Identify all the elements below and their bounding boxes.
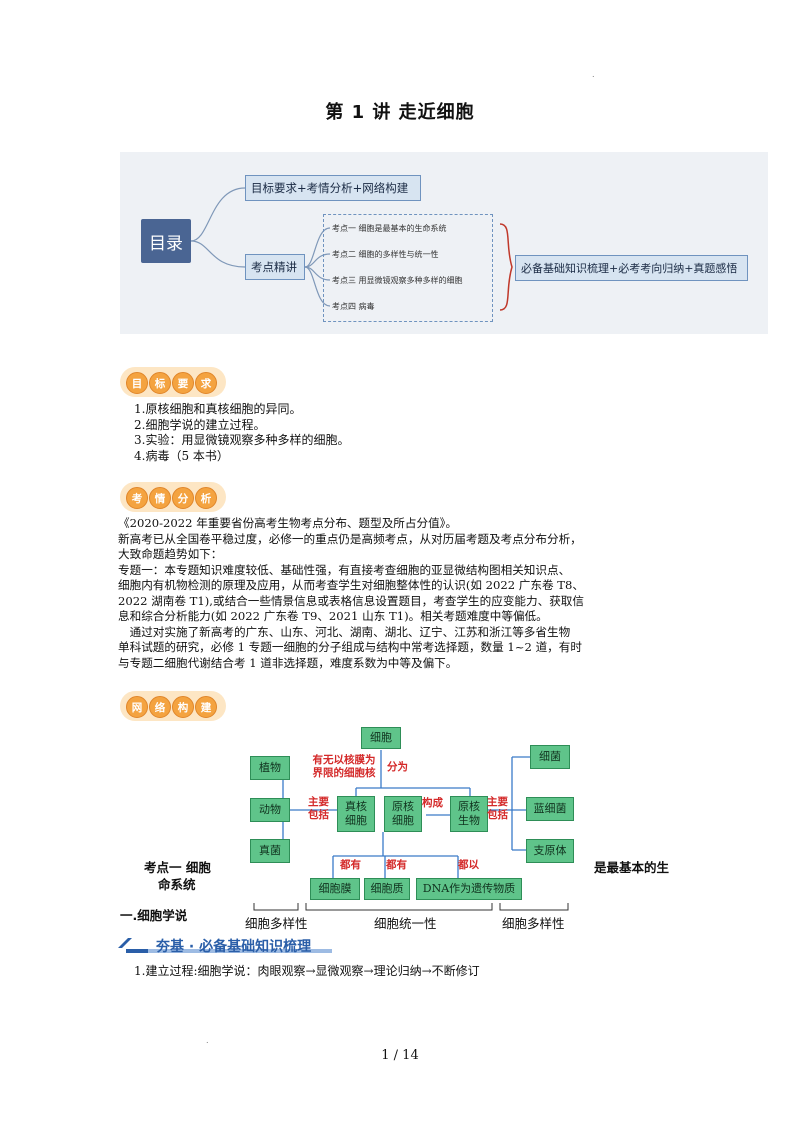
mindmap-root: 目录 [141, 219, 191, 263]
banner-basic-knowledge: 夯基 · 必备基础知识梳理 [118, 936, 332, 958]
section-badge-goals: 目 标 要 求 [120, 367, 226, 397]
concept-compose: 构成 [422, 797, 443, 809]
paragraph-line: 大致命题趋势如下： [118, 547, 223, 561]
mindmap-topic-2: 考点二 细胞的多样性与统一性 [332, 250, 439, 259]
banner-shape [118, 938, 332, 953]
concept-fungi: 真菌 [250, 839, 290, 863]
list-item: 1.原核细胞和真核细胞的异同。 [134, 402, 302, 416]
badge-char: 构 [172, 696, 194, 718]
paragraph-line: 息和综合分析能力(如 2022 广东卷 T9、2021 山东 T1)。相关考题难… [118, 609, 548, 623]
paragraph-line: 专题一：本专题知识难度较低、基础性强，有直接考查细胞的亚显微结构图相关知识点、 [118, 562, 571, 577]
concept-prokaryote: 原核 生物 [450, 796, 488, 832]
mindmap-topic-3: 考点三 用显微镜观察多种多样的细胞 [332, 276, 463, 285]
process-line: 1.建立过程:细胞学说：肉眼观察→显微观察→理论归纳→不断修订 [134, 964, 480, 978]
concept-dna-genetic: DNA作为遗传物质 [416, 878, 522, 900]
note-line: 主要 [487, 796, 508, 808]
topic-heading-part2: 命系统 [158, 877, 196, 892]
concept-cytoplasm: 细胞质 [364, 878, 410, 900]
note-line: 界限的细胞核 [312, 767, 376, 779]
paragraph-line: 与专题二细胞代谢结合考 1 道非选择题，难度系数为中等及偏下。 [118, 655, 458, 670]
section-badge-network: 网 络 构 建 [120, 691, 226, 721]
concept-main-right: 主要 包括 [487, 796, 508, 822]
badge-char: 络 [149, 696, 171, 718]
paragraph-line: 通过对实施了新高考的广东、山东、河北、湖南、湖北、辽宁、江苏和浙江等多省生物 [118, 624, 571, 639]
concept-cell-membrane: 细胞膜 [310, 878, 360, 900]
list-item: 2.细胞学说的建立过程。 [134, 417, 266, 432]
badge-char: 目 [126, 372, 148, 394]
mindmap-topic-frame [323, 214, 493, 322]
mindmap-topic-1: 考点一 细胞是最基本的生命系统 [332, 224, 447, 233]
box-line: 细胞 [345, 814, 367, 827]
badge-char: 析 [195, 487, 217, 509]
note-line: 包括 [487, 809, 508, 821]
table-of-contents-mindmap: 目录 目标要求+考情分析+网络构建 考点精讲 考点一 细胞是最基本的生命系统 考… [120, 152, 768, 334]
footer-dot: . [206, 1036, 209, 1045]
paragraph-line: 《2020-2022 年重要省份高考生物考点分布、题型及所占分值》。 [118, 516, 458, 530]
page-title: 第 1 讲 走近细胞 [325, 102, 475, 123]
section-badge-analysis: 考 情 分 析 [120, 482, 226, 512]
concept-animal: 动物 [250, 798, 290, 822]
box-line: 原核 [458, 800, 480, 813]
concept-all-have-1: 都有 [340, 859, 361, 871]
concept-note-divide: 分为 [387, 761, 408, 773]
badge-char: 要 [172, 372, 194, 394]
box-line: 原核 [392, 800, 414, 813]
brace-label-diversity-right: 细胞多样性 [502, 916, 565, 931]
badge-char: 网 [126, 696, 148, 718]
list-item: 3.实验：用显微镜观察多种多样的细胞。 [134, 433, 350, 447]
box-line: 细胞 [392, 814, 414, 827]
box-line: 生物 [458, 814, 480, 827]
concept-mycoplasma: 支原体 [526, 839, 574, 863]
mindmap-summary: 必备基础知识梳理+必考考向归纳+真题感悟 [515, 255, 748, 281]
concept-eukaryotic-cell: 真核 细胞 [337, 796, 375, 832]
goals-list: 1.原核细胞和真核细胞的异同。 2.细胞学说的建立过程。 3.实验：用显微镜观察… [134, 402, 349, 464]
badge-char: 建 [195, 696, 217, 718]
badge-char: 求 [195, 372, 217, 394]
badge-char: 标 [149, 372, 171, 394]
list-item: 4.病毒（5 本书） [134, 448, 229, 463]
paragraph-line: 2022 湖南卷 T1),或结合一些情景信息或表格信息设置题目，考查学生的应变能… [118, 593, 584, 608]
header-dot: . [592, 70, 595, 79]
brace-label-unity: 细胞统一性 [374, 916, 437, 931]
analysis-text: 《2020-2022 年重要省份高考生物考点分布、题型及所占分值》。 新高考已从… [118, 516, 584, 671]
badge-char: 情 [149, 487, 171, 509]
note-line: 包括 [308, 809, 329, 821]
mindmap-branch-topics: 考点精讲 [245, 254, 305, 280]
paragraph-line: 细胞内有机物检测的原理及应用，从而考查学生对细胞整体性的认识(如 2022 广东… [118, 578, 584, 592]
concept-prokaryotic-cell: 原核 细胞 [384, 796, 422, 832]
badge-char: 分 [172, 487, 194, 509]
paragraph-line: 单科试题的研究，必修 1 专题一细胞的分子组成与结构中常考选择题，数量 1~2 … [118, 640, 582, 654]
note-line: 主要 [308, 796, 329, 808]
section-heading-cell-theory: 一.细胞学说 [120, 908, 188, 923]
concept-bacteria: 细菌 [530, 745, 570, 769]
mindmap-branch-goals: 目标要求+考情分析+网络构建 [245, 175, 421, 201]
concept-note-nucleus: 有无以核膜为 界限的细胞核 [304, 754, 384, 780]
page-number: 1 / 14 [381, 1048, 419, 1063]
mindmap-topic-4: 考点四 病毒 [332, 302, 375, 311]
note-line: 有无以核膜为 [312, 754, 376, 766]
badge-char: 考 [126, 487, 148, 509]
concept-all-use: 都以 [458, 859, 479, 871]
mindmap-connectors [190, 187, 513, 311]
concept-all-have-2: 都有 [386, 859, 407, 871]
brace-label-diversity-left: 细胞多样性 [245, 916, 308, 931]
banner-title: 夯基 · 必备基础知识梳理 [156, 939, 312, 955]
concept-cyanobacteria: 蓝细菌 [526, 797, 574, 821]
concept-plant: 植物 [250, 756, 290, 780]
concept-main-left: 主要 包括 [308, 796, 329, 822]
paragraph-line: 新高考已从全国卷平稳过度，必修一的重点仍是高频考点，从对历届考题及考点分布分析， [118, 531, 582, 546]
box-line: 真核 [345, 800, 367, 813]
concept-cell: 细胞 [361, 727, 401, 749]
topic-heading-part1: 考点一 细胞 [144, 860, 211, 875]
topic-heading-part3: 是最基本的生 [594, 860, 670, 875]
